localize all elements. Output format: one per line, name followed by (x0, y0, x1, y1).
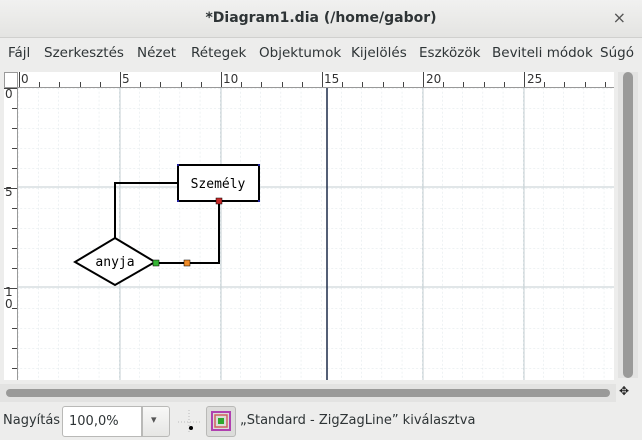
ruler-tick (79, 82, 81, 87)
ruler-tick (443, 82, 445, 87)
ruler-tick (12, 308, 17, 309)
menu-help[interactable]: Súgó (600, 45, 634, 61)
ruler-tick (180, 82, 182, 87)
ruler-corner (4, 72, 18, 88)
ruler-tick (221, 72, 222, 87)
status-bar: Nagyítás ▾ „Standard - ZigZagLine” kivál… (0, 403, 642, 440)
zigzag-line-top[interactable] (114, 182, 178, 238)
title-bar: *Diagram1.dia (/home/gabor) × (0, 0, 642, 38)
ruler-tick (483, 82, 485, 87)
ruler-tick (59, 82, 61, 87)
menu-input[interactable]: Beviteli módok (492, 45, 593, 61)
ruler-tick (322, 72, 323, 87)
ruler-tick (39, 82, 41, 87)
entity-label: Személy (191, 177, 246, 192)
grid-snap-icon (178, 410, 200, 434)
navigation-icon[interactable]: ✥ (619, 384, 630, 398)
vertical-scrollbar[interactable] (623, 72, 633, 378)
line-start-handle[interactable] (152, 259, 160, 267)
relationship-label: anyja (95, 255, 134, 270)
menu-objects[interactable]: Objektumok (259, 45, 342, 61)
zoom-input[interactable] (62, 406, 142, 437)
ruler-tick (301, 82, 303, 87)
menu-edit[interactable]: Szerkesztés (44, 45, 124, 61)
ruler-tick (281, 82, 283, 87)
ruler-tick (12, 208, 17, 209)
chevron-down-icon: ▾ (151, 413, 157, 426)
ruler-tick (12, 228, 17, 229)
ruler-tick (120, 72, 121, 87)
menu-select[interactable]: Kijelölés (351, 45, 407, 61)
ruler-label: 5 (122, 72, 130, 86)
ruler-tick (12, 268, 17, 269)
status-message: „Standard - ZigZagLine” kiválasztva (240, 413, 476, 428)
ruler-label: 20 (426, 72, 442, 86)
ruler-tick (503, 82, 505, 87)
snap-to-grid-toggle[interactable] (176, 408, 202, 436)
close-icon[interactable]: × (612, 8, 626, 27)
line-end-handle[interactable] (215, 197, 223, 205)
zoom-dropdown-button[interactable]: ▾ (142, 406, 170, 437)
ruler-tick (19, 72, 20, 87)
ruler-tick (584, 82, 586, 87)
ruler-tick (12, 248, 17, 249)
ruler-tick (382, 82, 384, 87)
ruler-tick (12, 148, 17, 149)
ruler-label: 0 (21, 72, 29, 86)
relationship-diamond[interactable] (73, 236, 157, 287)
canvas-area: 0 5 10 15 20 25 0 5 10 (0, 68, 642, 403)
ruler-tick (604, 82, 606, 87)
ruler-tick (12, 368, 17, 369)
ruler-tick (160, 82, 162, 87)
ruler-tick (12, 128, 17, 129)
zoom-label: Nagyítás (3, 413, 61, 428)
ruler-tick (12, 168, 17, 169)
ruler-label: 0 (5, 88, 13, 101)
ruler-tick (200, 82, 202, 87)
ruler-label: 15 (324, 72, 340, 86)
menu-file[interactable]: Fájl (8, 45, 31, 61)
diagram-svg: Személy anyja (18, 88, 614, 380)
ruler-tick (544, 82, 546, 87)
ruler-tick (4, 288, 17, 289)
ruler-label: 5 (5, 185, 13, 199)
horizontal-scrollbar[interactable] (6, 389, 610, 397)
menu-view[interactable]: Nézet (137, 45, 177, 61)
menu-layers[interactable]: Rétegek (191, 45, 247, 61)
object-snap-icon (211, 411, 231, 431)
line-mid-handle[interactable] (183, 259, 191, 267)
snap-to-objects-toggle[interactable] (206, 406, 236, 437)
ruler-tick (402, 82, 404, 87)
ruler-tick (12, 348, 17, 349)
ruler-tick (564, 82, 566, 87)
ruler-label: 25 (527, 72, 543, 86)
ruler-tick (463, 82, 465, 87)
menu-bar: Fájl Szerkesztés Nézet Rétegek Objektumo… (0, 38, 642, 68)
vertical-ruler: 0 5 10 (4, 88, 18, 380)
ruler-tick (261, 82, 263, 87)
ruler-tick (362, 82, 364, 87)
ruler-tick (99, 82, 101, 87)
ruler-tick (4, 188, 17, 189)
ruler-tick (342, 82, 344, 87)
ruler-tick (4, 88, 17, 89)
diagram-canvas[interactable]: Személy anyja (18, 88, 614, 380)
zigzag-line-bottom[interactable] (155, 201, 220, 264)
window-title: *Diagram1.dia (/home/gabor) (205, 10, 437, 26)
ruler-label: 10 (5, 285, 13, 311)
menu-tools[interactable]: Eszközök (419, 45, 481, 61)
ruler-label: 10 (223, 72, 239, 86)
ruler-tick (140, 82, 142, 87)
ruler-tick (524, 72, 525, 87)
ruler-tick (241, 82, 243, 87)
ruler-tick (423, 72, 424, 87)
horizontal-ruler: 0 5 10 15 20 25 (18, 72, 614, 88)
ruler-tick (12, 108, 17, 109)
ruler-tick (12, 328, 17, 329)
